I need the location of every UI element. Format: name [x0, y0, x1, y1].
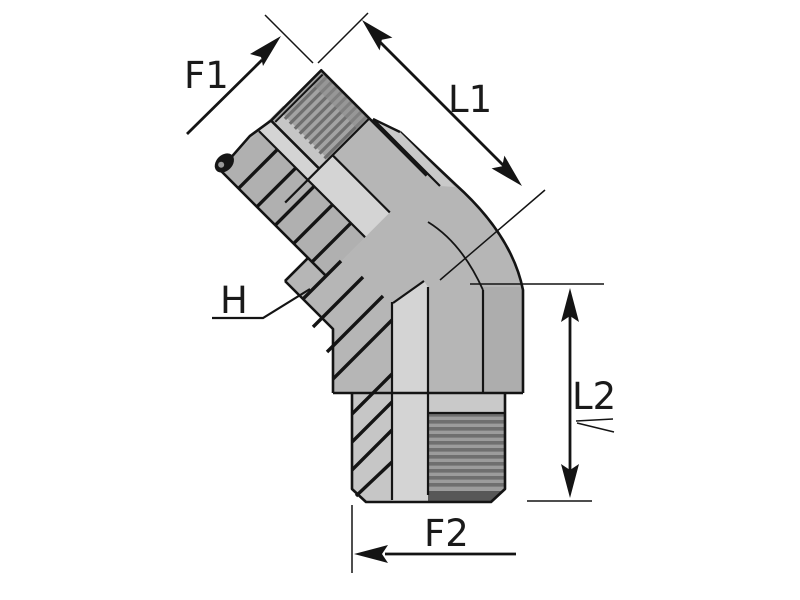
- oring-highlight-dot: [218, 161, 225, 168]
- l1-extension-line-bottom: [439, 189, 546, 281]
- f1-extension-line: [264, 14, 314, 64]
- lower-thread-mid-band: [392, 394, 428, 502]
- notch-face-edge: [284, 257, 309, 282]
- lower-hex-rungs: [301, 259, 394, 498]
- l1-arrow-line: [379, 41, 505, 167]
- dimension-f1: F1: [184, 14, 314, 135]
- lower-thread-end: [352, 394, 505, 502]
- dimension-l1: L1: [317, 12, 546, 281]
- lower-body-face-lines: [390, 280, 505, 500]
- l2-arrowhead-bottom: [561, 464, 579, 498]
- dimension-l2: L2: [470, 283, 616, 502]
- l1-arrowhead-top: [362, 20, 393, 51]
- dimension-f2: F2: [351, 505, 516, 573]
- upper-arm: [214, 69, 428, 278]
- f2-arrowhead: [354, 545, 388, 563]
- h-leader-line: [212, 288, 311, 320]
- dimension-h: H: [212, 279, 311, 322]
- l1-label: L1: [448, 78, 492, 121]
- lower-thread-stripes: [428, 413, 505, 487]
- elbow-bend-inner-curve: [427, 221, 484, 291]
- upper-hex-band: [220, 131, 366, 277]
- lower-right-face: [483, 287, 523, 393]
- hex-step-band: [372, 117, 455, 187]
- l2-reference-mark: [575, 418, 615, 433]
- oring-seal: [214, 153, 234, 173]
- lower-thread-end-dark-band: [428, 491, 505, 502]
- f2-label: F2: [424, 512, 469, 555]
- upper-hex-rungs: [237, 148, 353, 264]
- l1-extension-line-top: [317, 12, 369, 64]
- f1-arrowhead: [250, 36, 281, 66]
- f1-label: F1: [184, 54, 229, 97]
- lower-highlight-band: [393, 281, 428, 393]
- l2-label: L2: [572, 375, 616, 418]
- upper-arm-edges: [218, 69, 428, 278]
- f1-arrow-line: [186, 59, 263, 135]
- l2-arrowhead-top: [561, 288, 579, 322]
- upper-arm-face-lines: [258, 117, 391, 238]
- l1-arrowhead-bottom: [491, 155, 522, 186]
- h-label: H: [220, 279, 248, 322]
